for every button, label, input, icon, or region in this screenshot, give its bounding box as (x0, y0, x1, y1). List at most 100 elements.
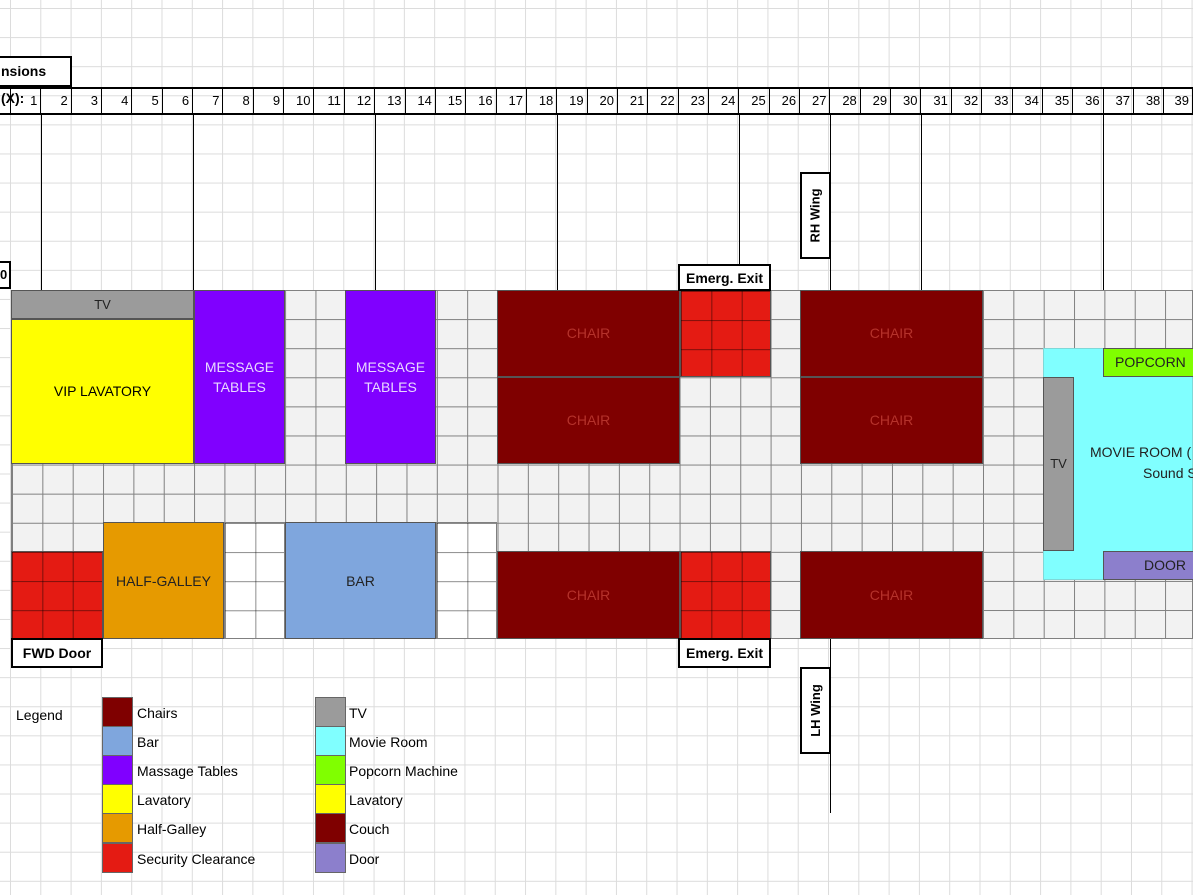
column-header-cell: 20 (588, 89, 618, 113)
legend-swatch (315, 813, 346, 844)
bar: BAR (285, 522, 436, 639)
column-header-cell: 4 (102, 89, 133, 113)
legend-label: Half-Galley (137, 821, 207, 838)
column-header-cell: 10 (284, 89, 315, 113)
ref-line (557, 115, 558, 290)
security-clearance-fwd (11, 551, 103, 639)
column-header-cell: 38 (1134, 89, 1165, 113)
column-header-cell (0, 89, 11, 113)
legend-label: Couch (349, 821, 390, 838)
column-header-cell: 28 (830, 89, 861, 113)
open-floor (436, 522, 497, 639)
column-header-cell: 17 (497, 89, 527, 113)
ref-line (830, 638, 831, 668)
legend-title: Legend (16, 707, 63, 723)
chair-3: CHAIR (800, 290, 983, 377)
legend-swatch (102, 755, 133, 786)
legend-label: Lavatory (349, 792, 403, 809)
column-header-cell: 6 (163, 89, 194, 113)
legend-label: Popcorn Machine (349, 763, 458, 780)
column-header-cell: 32 (952, 89, 983, 113)
column-header-cell: 16 (466, 89, 497, 113)
legend-swatch (102, 813, 133, 844)
tv-forward: TV (11, 290, 194, 319)
legend-label: TV (349, 705, 367, 721)
security-clearance-bottom (680, 551, 771, 639)
open-floor (224, 522, 285, 639)
legend-swatch (315, 697, 346, 727)
legend-label: Movie Room (349, 734, 428, 751)
legend-label: Door (349, 850, 380, 867)
column-header-cell: 1 (11, 89, 42, 113)
legend-swatch (315, 755, 346, 786)
vip-lavatory: VIP LAVATORY (11, 319, 194, 464)
column-header-cell: 25 (739, 89, 770, 113)
dimensions-title: nsions (X): (0, 56, 72, 106)
column-header-cell: 7 (193, 89, 224, 113)
rh-wing-text: RH Wing (808, 188, 824, 243)
legend-swatch (102, 697, 133, 727)
half-galley: HALF-GALLEY (103, 522, 224, 639)
emergency-exit-top: Emerg. Exit (678, 264, 771, 291)
column-header-cell: 14 (406, 89, 436, 113)
massage-tables-2: MESSAGE TABLES (345, 290, 436, 464)
fwd-door-label: FWD Door (11, 638, 103, 668)
chair-5: CHAIR (497, 551, 680, 639)
ref-line (830, 115, 831, 175)
ref-line (830, 258, 831, 290)
tv-aft: TV (1043, 377, 1074, 551)
column-header-cell: 36 (1073, 89, 1104, 113)
emergency-exit-bottom: Emerg. Exit (678, 638, 771, 668)
column-header-cell: 29 (861, 89, 892, 113)
legend-swatch (315, 842, 346, 873)
column-header-cell: 19 (557, 89, 588, 113)
legend-swatch (102, 784, 133, 815)
column-header-cell: 2 (41, 89, 72, 113)
column-header-cell: 5 (132, 89, 163, 113)
column-header-cell: 35 (1043, 89, 1074, 113)
chair-1: CHAIR (497, 290, 680, 377)
column-header-cell: 21 (618, 89, 649, 113)
column-header-cell: 39 (1164, 89, 1193, 113)
legend-swatch (315, 726, 346, 757)
column-header-cell: 23 (679, 89, 710, 113)
legend-label: Security Clearance (137, 850, 256, 867)
legend-swatch (102, 842, 133, 873)
column-header-cell: 12 (345, 89, 376, 113)
ref-line (193, 115, 194, 290)
column-header-cell: 26 (770, 89, 801, 113)
movie-room-label: MOVIE ROOM ( (1090, 444, 1192, 460)
column-header-cell: 18 (527, 89, 558, 113)
lh-wing-text: LH Wing (808, 684, 823, 737)
popcorn-machine: POPCORN (1103, 348, 1193, 377)
ref-line (921, 115, 922, 290)
massage-tables-1: MESSAGE TABLES (194, 290, 285, 464)
legend-swatch (315, 784, 346, 815)
column-header-cell: 22 (648, 89, 679, 113)
lh-wing-label: LH Wing (800, 667, 831, 754)
column-header-cell: 8 (223, 89, 254, 113)
security-clearance-top (680, 290, 771, 377)
ref-line (375, 115, 376, 290)
ref-line (1103, 115, 1104, 290)
door-block: DOOR (1103, 551, 1193, 580)
legend-label: Massage Tables (137, 763, 238, 780)
column-header-cell: 34 (1013, 89, 1043, 113)
legend-swatch (102, 726, 133, 757)
movie-room-sublabel: Sound S (1143, 465, 1193, 481)
column-header-cell: 15 (436, 89, 467, 113)
column-header-cell: 30 (891, 89, 922, 113)
column-header-cell: 9 (254, 89, 285, 113)
column-header-cell: 24 (709, 89, 740, 113)
column-header-cell: 13 (375, 89, 406, 113)
legend-label: Chairs (137, 705, 178, 721)
ref-line (739, 115, 740, 265)
legend-label: Bar (137, 734, 159, 751)
row-label: 0 (0, 261, 11, 289)
chair-2: CHAIR (497, 377, 680, 464)
column-header-cell: 27 (800, 89, 831, 113)
chair-4: CHAIR (800, 377, 983, 464)
rh-wing-label: RH Wing (800, 172, 831, 259)
